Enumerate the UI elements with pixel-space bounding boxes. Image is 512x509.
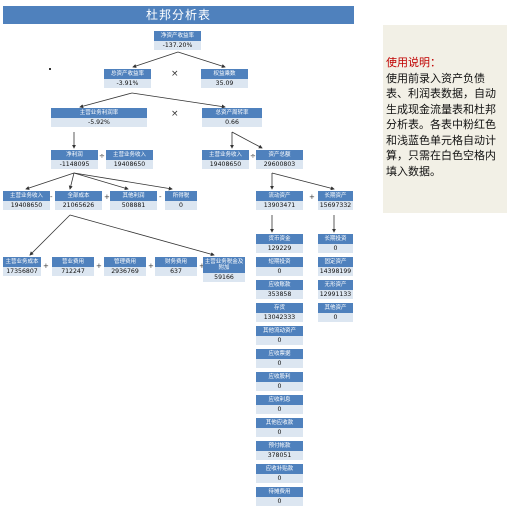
- node-other-profit: 其他利润 508881: [110, 191, 157, 210]
- op-plus-1: +: [104, 193, 110, 201]
- node-current-assets: 流动资产 13903471: [256, 191, 303, 210]
- node-equity-multiplier: 权益乘数 35.09: [201, 69, 248, 88]
- node-income-tax: 所得税 0: [165, 191, 197, 210]
- node-cash: 货币资金 129229: [256, 234, 303, 253]
- op-minus-2: -: [159, 193, 162, 201]
- node-business-tax: 主营业务税金及附加 59166: [203, 257, 245, 282]
- node-noncurrent-assets: 长期资产 15697332: [318, 191, 353, 210]
- node-other-assets: 其他资产 0: [318, 303, 353, 322]
- node-long-investment: 长期投资 0: [318, 234, 353, 253]
- node-fixed-assets: 固定资产 14398199: [318, 257, 353, 276]
- op-times-1: ×: [171, 69, 179, 79]
- op-plus-5: +: [148, 262, 154, 270]
- node-short-investment: 短期投资 0: [256, 257, 303, 276]
- node-accounts-receivable: 应收账款 353858: [256, 280, 303, 299]
- node-revenue-2: 主营业务收入 19408650: [202, 150, 249, 169]
- dot-mark: [49, 68, 51, 70]
- node-prepayment: 预付帐款 378051: [256, 441, 303, 460]
- node-net-profit-margin: 主营业务利润率 -5.92%: [51, 108, 147, 127]
- node-inventory: 存货 13042333: [256, 303, 303, 322]
- node-cost-of-sales: 主营业务成本 17356807: [3, 257, 41, 276]
- node-total-cost: 全部成本 21065626: [55, 191, 102, 210]
- node-dividend-receivable: 应收股利 0: [256, 372, 303, 391]
- node-subsidy-receivable: 应收补贴款 0: [256, 464, 303, 483]
- page-title: 杜邦分析表: [3, 6, 354, 24]
- op-plus-6: +: [199, 262, 205, 270]
- op-plus-2: +: [309, 193, 315, 201]
- node-revenue-1: 主营业务收入 19408650: [106, 150, 153, 169]
- node-asset-turnover: 总资产周转率 0.66: [202, 108, 262, 127]
- node-other-receivable: 其他应收款 0: [256, 418, 303, 437]
- node-admin-expense: 管理费用 2936769: [104, 257, 146, 276]
- op-div-1: ÷: [99, 152, 105, 160]
- node-total-assets: 资产总额 29600803: [256, 150, 303, 169]
- usage-note: 使用说明： 使用前录入资产负债表、利润表数据，自动生成现金流量表和杜邦分析表。各…: [383, 25, 507, 213]
- note-heading: 使用说明：: [386, 56, 441, 69]
- op-plus-4: +: [96, 262, 102, 270]
- op-plus-3: +: [43, 262, 49, 270]
- node-selling-expense: 营业费用 712247: [52, 257, 94, 276]
- op-div-2: ÷: [250, 152, 256, 160]
- node-intangible-assets: 无形资产 12991133: [318, 280, 353, 299]
- node-revenue-3: 主营业务收入 19408650: [3, 191, 50, 210]
- node-interest-receivable: 应收利息 0: [256, 395, 303, 414]
- node-roe: 净资产收益率 -137.20%: [154, 31, 201, 50]
- node-finance-expense: 财务费用 637: [155, 257, 197, 276]
- op-times-2: ×: [171, 109, 179, 119]
- node-deferred-expense: 待摊费用 0: [256, 487, 303, 506]
- node-net-income: 净利润 -1148095: [51, 150, 98, 169]
- op-minus-1: -: [50, 193, 53, 201]
- node-notes-receivable: 应收票据 0: [256, 349, 303, 368]
- note-body: 使用前录入资产负债表、利润表数据，自动生成现金流量表和杜邦分析表。各表中粉红色和…: [386, 71, 496, 178]
- node-roa: 总资产收益率 -3.91%: [104, 69, 151, 88]
- node-other-current: 其他流动资产 0: [256, 326, 303, 345]
